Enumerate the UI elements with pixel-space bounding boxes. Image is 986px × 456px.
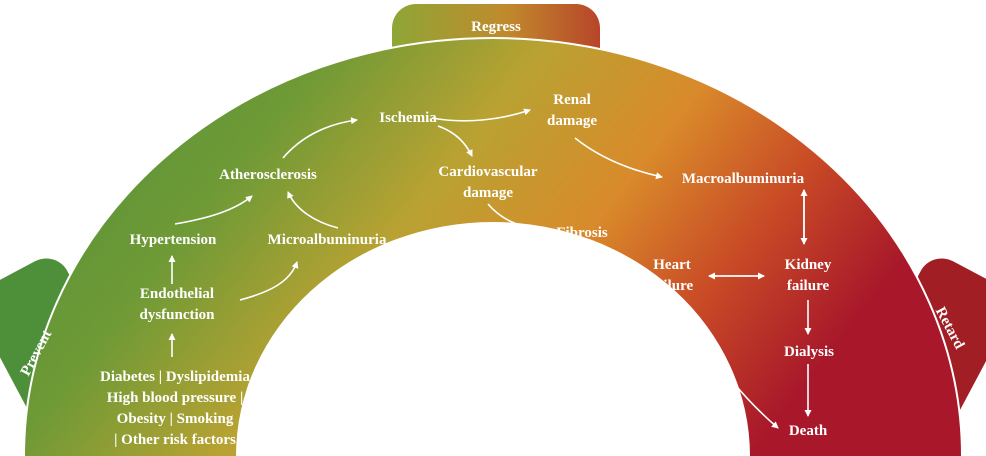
node-fibrosis: Fibrosis [556,225,608,241]
arrow-atherosclerosis-to-ischemia [282,117,358,159]
svg-text:dysfunction: dysfunction [139,307,215,323]
arrow-hypertension-to-atherosclerosis [174,195,253,225]
svg-text:Dialysis: Dialysis [784,344,834,360]
node-death: Death [789,423,828,439]
svg-text:Microalbuminuria: Microalbuminuria [268,232,387,248]
arrow-renal-to-macroalbuminuria [574,137,663,180]
arrow-ischemia-to-cardiovascular [437,125,473,157]
node-heart-failure: Heart failure [651,257,694,294]
node-dialysis: Dialysis [784,344,834,360]
node-risk-factors: Diabetes | Dyslipidemia High blood press… [100,369,250,448]
svg-text:Atherosclerosis: Atherosclerosis [219,167,317,183]
svg-text:Obesity | Smoking: Obesity | Smoking [117,411,234,427]
svg-text:Endothelial: Endothelial [140,286,214,302]
arrow-microalbuminuria-to-atherosclerosis [287,191,339,229]
svg-text:Renal: Renal [553,92,591,108]
svg-text:| Other risk factors: | Other risk factors [114,432,236,448]
svg-text:Kidney: Kidney [785,257,832,273]
node-hypertension: Hypertension [130,232,217,248]
svg-text:Ischemia: Ischemia [379,110,437,126]
svg-text:failure: failure [651,278,694,294]
arch-outline [23,37,963,456]
arrow-heart-to-fibrosis [592,245,638,270]
svg-text:Diabetes | Dyslipidemia: Diabetes | Dyslipidemia [100,369,250,385]
node-macroalbuminuria: Macroalbuminuria [682,171,805,187]
arrow-ischemia-to-renal [431,108,531,122]
arrow-cardiovascular-to-fibrosis [487,203,542,233]
arrow-endothelial-to-microalbuminuria [239,261,299,301]
node-renal-damage: Renal damage [547,92,597,129]
svg-text:damage: damage [547,113,597,129]
svg-text:Macroalbuminuria: Macroalbuminuria [682,171,805,187]
node-atherosclerosis: Atherosclerosis [219,167,317,183]
svg-text:damage: damage [463,185,513,201]
continuum-arch [24,38,962,456]
regress-label: Regress [471,19,521,35]
svg-text:Heart: Heart [653,257,690,273]
svg-text:High blood pressure |: High blood pressure | [107,390,244,406]
arrow-heart-to-death [677,295,779,429]
node-ischemia: Ischemia [379,110,437,126]
node-endothelial-dysfunction: Endothelial dysfunction [139,286,215,323]
svg-text:Death: Death [789,423,828,439]
svg-text:failure: failure [787,278,830,294]
svg-text:Fibrosis: Fibrosis [556,225,608,241]
node-cardiovascular-damage: Cardiovascular damage [438,164,538,201]
node-kidney-failure: Kidney failure [785,257,832,294]
svg-text:Cardiovascular: Cardiovascular [438,164,538,180]
node-microalbuminuria: Microalbuminuria [268,232,387,248]
arrows [168,108,812,429]
svg-text:Hypertension: Hypertension [130,232,217,248]
